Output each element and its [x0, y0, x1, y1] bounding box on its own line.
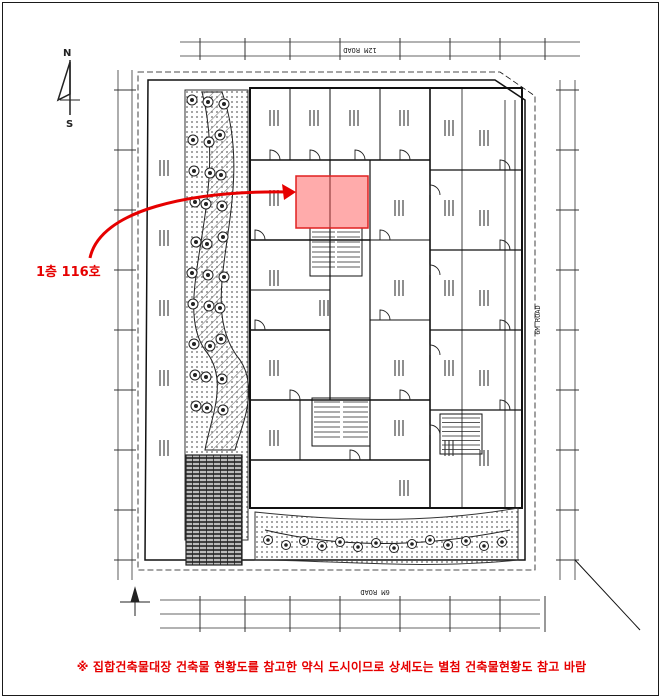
tree-icon — [204, 340, 216, 352]
tree-icon — [218, 271, 230, 283]
tree-icon — [389, 543, 399, 553]
tree-icon — [425, 535, 435, 545]
room-label-scribble — [159, 160, 169, 176]
room-label-scribble — [269, 110, 279, 126]
tree-icon — [215, 333, 227, 345]
tree-icon — [203, 300, 215, 312]
tree-icon — [190, 400, 202, 412]
tree-icon — [299, 536, 309, 546]
tree-icon — [461, 536, 471, 546]
callout-arrow-icon — [88, 184, 296, 259]
tree-icon — [214, 302, 226, 314]
room-label-scribble — [269, 430, 279, 446]
tree-icon — [186, 94, 198, 106]
tree-icon — [335, 537, 345, 547]
tree-icon — [443, 540, 453, 550]
unit-callout-label: 1층 116호 — [36, 265, 101, 280]
tree-icon — [353, 542, 363, 552]
room-label-scribble — [444, 200, 454, 216]
room-label-scribble — [159, 370, 169, 386]
tree-icon — [189, 369, 201, 381]
room-label-scribble — [159, 440, 169, 456]
tree-icon — [187, 298, 199, 310]
tree-icon — [188, 338, 200, 350]
site-boundary — [137, 71, 641, 631]
tree-symbols-south — [263, 535, 507, 553]
tree-icon — [203, 136, 215, 148]
road-label-east: 6M ROAD — [534, 305, 542, 335]
room-label-scribble — [479, 370, 489, 386]
tree-icon — [281, 540, 291, 550]
room-label-scribble — [444, 440, 454, 456]
room-label-scribble — [319, 300, 329, 316]
tree-icon — [216, 200, 228, 212]
room-label-scribble — [394, 200, 404, 216]
parking-grate — [185, 454, 243, 566]
compass-south-label: S — [66, 119, 74, 130]
tree-icon — [215, 169, 227, 181]
tree-icon — [204, 167, 216, 179]
room-label-scribble — [479, 130, 489, 146]
road-label-south: 6M ROAD — [360, 588, 390, 596]
room-label-scribble — [394, 360, 404, 376]
tree-icon — [190, 236, 202, 248]
tree-icon — [217, 404, 229, 416]
room-label-scribble — [159, 300, 169, 316]
tree-icon — [479, 541, 489, 551]
room-label-scribble — [394, 280, 404, 296]
stair-treads — [312, 231, 480, 450]
compass-north-label: N — [63, 48, 72, 59]
tree-icon — [407, 539, 417, 549]
tree-icon — [201, 402, 213, 414]
tree-icon — [317, 541, 327, 551]
tree-icon — [217, 231, 229, 243]
room-label-scribble — [269, 360, 279, 376]
tree-icon — [186, 267, 198, 279]
room-label-scribble — [444, 360, 454, 376]
unit-116-highlight[interactable] — [295, 175, 369, 229]
building-walls — [249, 87, 523, 509]
door-swings — [254, 149, 511, 461]
compass-rose-icon — [120, 586, 150, 616]
room-label-scribble — [479, 290, 489, 306]
room-label-scribble — [479, 450, 489, 466]
room-label-scribble — [349, 110, 359, 126]
tree-icon — [202, 269, 214, 281]
tree-icon — [497, 537, 507, 547]
north-arrow-icon — [56, 60, 80, 115]
room-label-scribble — [479, 210, 489, 226]
room-label-scribble — [269, 270, 279, 286]
south-landscape-strip — [254, 507, 519, 565]
tree-icon — [201, 238, 213, 250]
tree-icon — [200, 198, 212, 210]
tree-icon — [202, 96, 214, 108]
room-label-scribble — [399, 110, 409, 126]
dimension-ticks — [114, 38, 579, 632]
tree-icon — [218, 98, 230, 110]
disclaimer-note: ※ 집합건축물대장 건축물 현황도를 참고한 약식 도시이므로 상세도는 별첨 … — [76, 660, 587, 674]
tree-icon — [216, 373, 228, 385]
room-label-scribble — [309, 110, 319, 126]
tree-icon — [263, 535, 273, 545]
room-label-scribble — [394, 420, 404, 436]
room-label-scribble — [399, 480, 409, 496]
room-label-scribble — [444, 120, 454, 136]
room-labels — [159, 110, 489, 496]
tree-icon — [371, 538, 381, 548]
tree-icon — [214, 129, 226, 141]
room-label-scribble — [159, 230, 169, 246]
room-label-scribble — [444, 280, 454, 296]
tree-symbols-west — [186, 94, 230, 416]
road-label-north: 12M ROAD — [343, 46, 377, 54]
tree-icon — [188, 165, 200, 177]
stair-cores — [309, 227, 483, 455]
tree-icon — [200, 371, 212, 383]
tree-icon — [187, 134, 199, 146]
